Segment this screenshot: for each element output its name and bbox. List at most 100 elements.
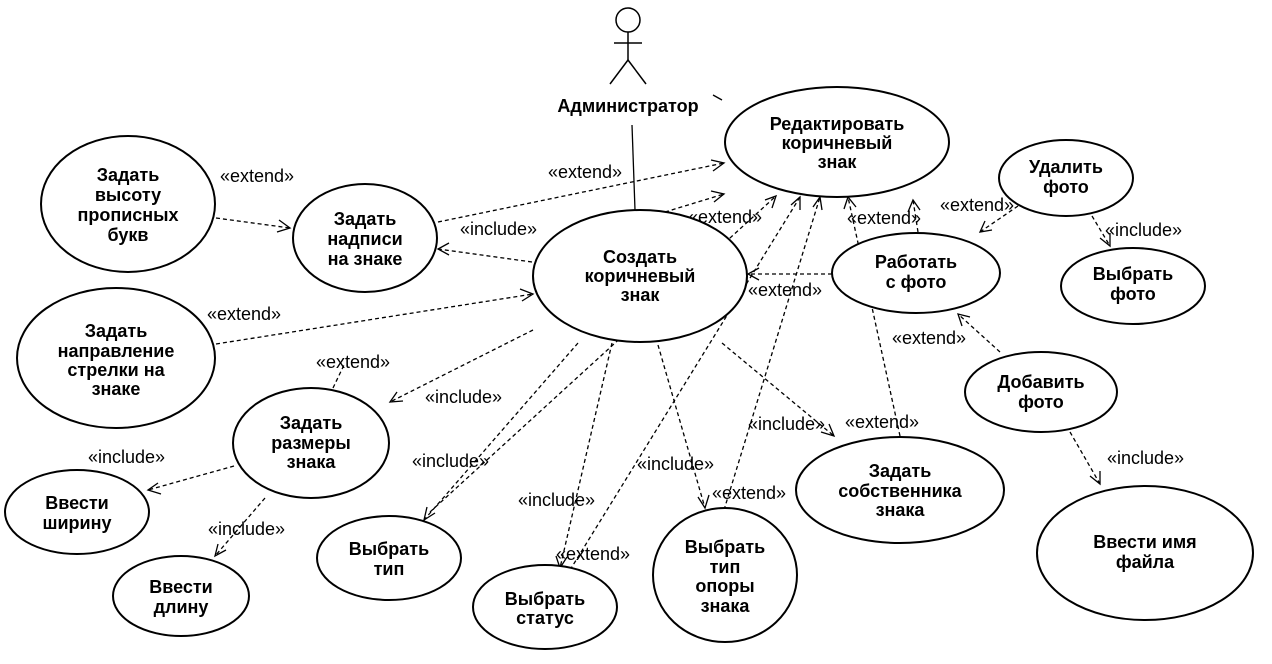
arrowhead (388, 391, 404, 403)
use-case-ellipse (831, 232, 1001, 314)
use-case-set-arrow-direction[interactable]: Задать направление стрелки на знаке (16, 287, 216, 429)
association-actor-create (631, 124, 636, 211)
use-case-set-owner[interactable]: Задать собственника знака (795, 436, 1005, 544)
arrowhead (436, 242, 450, 256)
use-case-label: Редактировать (770, 114, 905, 134)
label-include: «include» (637, 454, 714, 474)
relationship-labels: «extend» «extend» «include» «extend» «ex… (88, 162, 1184, 564)
edge-create-to-sizes (389, 329, 534, 403)
label-include: «include» (748, 414, 825, 434)
use-case-label: коричневый (585, 266, 696, 286)
label-include: «include» (88, 447, 165, 467)
use-case-choose-type[interactable]: Выбрать тип (316, 515, 462, 601)
use-case-ellipse (532, 209, 748, 343)
use-case-work-with-photo[interactable]: Работать с фото (831, 232, 1001, 314)
use-case-ellipse (112, 555, 250, 637)
use-case-ellipse (316, 515, 462, 601)
use-case-label: знак (621, 285, 661, 305)
use-case-label: собственника (838, 481, 962, 501)
use-case-enter-filename[interactable]: Ввести имя файла (1036, 485, 1254, 621)
use-case-ellipse (1060, 247, 1206, 325)
use-case-label: Добавить (997, 372, 1084, 392)
use-case-label: знака (701, 596, 751, 616)
use-case-label: коричневый (782, 133, 893, 153)
use-case-create-brown-sign[interactable]: Создать коричневый знак (532, 209, 748, 343)
arrowhead (907, 198, 921, 213)
use-case-ellipse (652, 507, 798, 643)
use-case-ellipse (40, 135, 216, 273)
edge-support-to-edit (723, 196, 821, 511)
use-case-label: Задать (869, 461, 932, 481)
edge-add-to-photo (957, 313, 1001, 353)
use-case-set-caps-height[interactable]: Задать высоту прописных букв (40, 135, 216, 273)
label-include: «include» (412, 451, 489, 471)
use-case-label: на знаке (328, 249, 403, 269)
edge-sizes-to-length (214, 497, 266, 557)
use-case-set-sizes[interactable]: Задать размеры знака (232, 387, 390, 499)
arrowhead (812, 195, 823, 211)
arrowhead (710, 190, 726, 203)
actor-administrator[interactable]: Администратор (557, 7, 699, 116)
use-case-set-inscriptions[interactable]: Задать надписи на знаке (292, 183, 438, 293)
actor-head (615, 7, 641, 33)
use-case-edit-brown-sign[interactable]: Редактировать коричневый знак (724, 86, 950, 198)
edge-delete-to-photo (979, 205, 1019, 233)
use-case-label: Ввести (45, 493, 109, 513)
label-extend: «extend» (940, 195, 1014, 215)
edge-status-to-edit (569, 196, 801, 571)
use-case-label: знаке (92, 379, 141, 399)
use-case-add-photo[interactable]: Добавить фото (964, 351, 1118, 433)
edge-create-to-edit (664, 193, 725, 213)
edge-delete-to-choose (1091, 215, 1111, 247)
use-case-ellipse (16, 287, 216, 429)
use-case-choose-status[interactable]: Выбрать статус (472, 564, 618, 650)
arrowhead (276, 219, 292, 233)
use-case-label: прописных (77, 205, 178, 225)
arrowhead (957, 313, 971, 327)
label-extend: «extend» (847, 208, 921, 228)
use-case-enter-length[interactable]: Ввести длину (112, 555, 250, 637)
actor-leg-left (609, 59, 629, 85)
use-case-label: длину (154, 597, 209, 617)
use-case-label: Создать (603, 247, 677, 267)
use-case-label: тип (374, 559, 405, 579)
use-case-choose-support-type[interactable]: Выбрать тип опоры знака (652, 507, 798, 643)
arrowhead (746, 267, 760, 281)
use-case-label: фото (1043, 177, 1089, 197)
use-case-label: высоту (95, 185, 161, 205)
label-extend: «extend» (688, 207, 762, 227)
use-case-ellipse (1036, 485, 1254, 621)
edge-owner-to-edit (847, 196, 901, 437)
use-case-ellipse (998, 139, 1134, 217)
use-case-label: направление (58, 341, 175, 361)
use-case-ellipse (472, 564, 618, 650)
label-extend: «extend» (316, 352, 390, 372)
use-case-label: Работать (875, 252, 957, 272)
edge-photo-to-edit (912, 199, 919, 233)
arrowhead (423, 506, 436, 522)
arrowhead (519, 288, 535, 302)
use-case-label: Выбрать (349, 539, 429, 559)
use-case-delete-photo[interactable]: Удалить фото (998, 139, 1134, 217)
label-extend: «extend» (712, 483, 786, 503)
use-case-label: Ввести имя (1093, 532, 1196, 552)
arrowhead (1099, 233, 1111, 248)
arrowhead (978, 220, 993, 233)
use-case-enter-width[interactable]: Ввести ширину (4, 469, 150, 555)
edge-create-to-status (559, 342, 613, 569)
use-case-label: надписи (327, 229, 402, 249)
label-extend: «extend» (207, 304, 281, 324)
label-extend: «extend» (892, 328, 966, 348)
use-case-label: фото (1110, 284, 1156, 304)
use-case-ellipse (964, 351, 1118, 433)
use-case-label: знака (876, 500, 926, 520)
use-case-label: Выбрать (1093, 264, 1173, 284)
actor-leg-right (627, 59, 647, 85)
label-extend: «extend» (220, 166, 294, 186)
use-case-ellipse (724, 86, 950, 198)
edge-sizes-to-width (147, 465, 235, 491)
edge-create-to-owner (721, 342, 835, 437)
arrowhead (697, 494, 710, 510)
use-case-choose-photo[interactable]: Выбрать фото (1060, 247, 1206, 325)
